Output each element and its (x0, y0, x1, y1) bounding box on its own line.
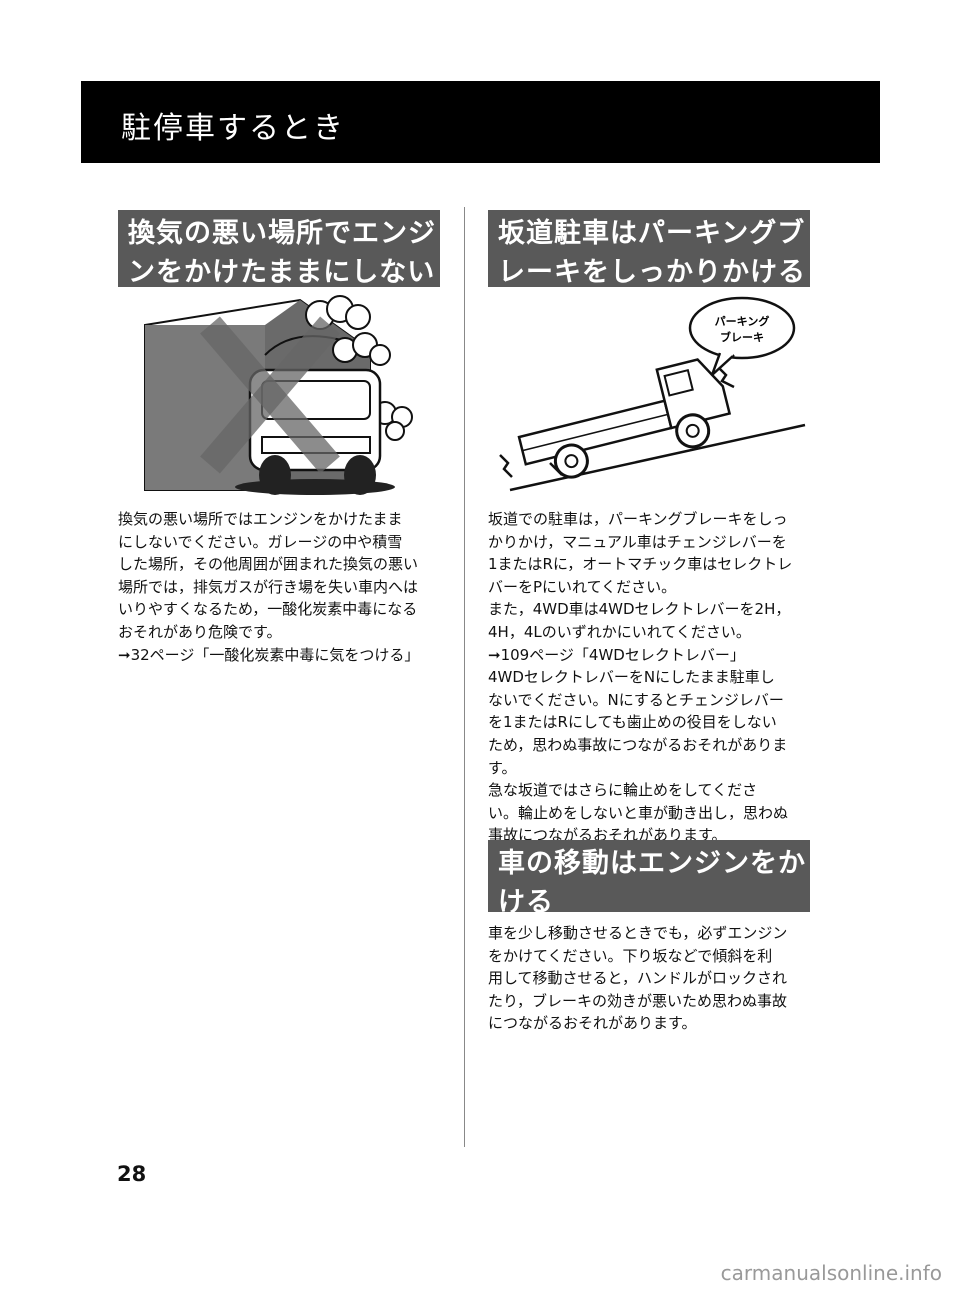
text-line: 事故につながるおそれがあります。 (488, 826, 727, 845)
heading-line: 換気の悪い場所でエンジ (128, 218, 436, 249)
page-reference: ➞32ページ「一酸化炭素中毒に気をつける」 (118, 645, 420, 664)
section-body-parking-brake: 坂道での駐車は，パーキングブレーキをしっ かりかけ，マニュアル車はチェンジレバー… (488, 508, 792, 847)
callout-label: パーキング (715, 314, 770, 328)
text-line: ないでください。Nにするとチェンジレバー (488, 690, 784, 709)
text-line: たり，ブレーキの効きが悪いため思わぬ事故 (488, 991, 787, 1010)
text-line: を1またはRにしても歯止めの役目をしない (488, 713, 777, 732)
text-line: 4H，4Lのいずれかにいれてください。 (488, 622, 751, 641)
text-line: した場所，その他周囲が囲まれた換気の悪い (118, 555, 419, 574)
section-heading-parking-brake: 坂道駐車はパーキングブ レーキをしっかりかける (488, 210, 810, 288)
section-body-ventilation: 換気の悪い場所ではエンジンをかけたまま にしないでください。ガレージの中や積雪 … (118, 508, 419, 666)
header-bar: 駐停車するとき (81, 81, 880, 163)
text-line: バーをPにいれてください。 (488, 577, 677, 596)
page-title: 駐停車するとき (121, 111, 345, 146)
text-line: い。輪止めをしないと車が動き出し，思わぬ (488, 803, 789, 822)
page-reference: ➞109ページ「4WDセレクトレバー」 (488, 645, 745, 664)
text-line: また，4WD車は4WDセレクトレバーを2H， (488, 600, 791, 619)
text-line: 用して移動させると，ハンドルがロックされ (488, 969, 787, 988)
garage-truck-illustration (144, 295, 413, 495)
text-line: ため，思わぬ事故につながるおそれがありま (488, 735, 788, 754)
text-line: につながるおそれがあります。 (488, 1014, 697, 1033)
text-line: 急な坂道ではさらに輪止めをしてくださ (488, 781, 758, 800)
text-line: 場所では，排気ガスが行き場を失い車内へは (118, 577, 419, 596)
heading-line: 車の移動はエンジンをか (498, 848, 806, 879)
text-line: をかけてください。下り坂などで傾斜を利 (488, 946, 773, 965)
callout-label: ブレーキ (720, 330, 764, 344)
heading-line: 坂道駐車はパーキングブ (498, 218, 806, 249)
text-line: 4WDセレクトレバーをNにしたまま駐車し (488, 668, 775, 687)
text-line: かりかけ，マニュアル車はチェンジレバーを (488, 532, 787, 551)
text-line: 坂道での駐車は，パーキングブレーキをしっ (488, 510, 788, 528)
watermark: carmanualsonline.info (720, 1261, 942, 1285)
text-line: 車を少し移動させるときでも，必ずエンジン (488, 924, 788, 942)
section-heading-ventilation: 換気の悪い場所でエンジ ンをかけたままにしない (118, 210, 440, 288)
heading-line: ンをかけたままにしない (128, 257, 436, 288)
text-line: 1またはRに，オートマチック車はセレクトレ (488, 555, 793, 574)
page-number: 28 (117, 1162, 147, 1186)
column-divider (464, 207, 465, 1147)
section-heading-moving-vehicle: 車の移動はエンジンをか ける (488, 840, 810, 918)
section-body-moving-vehicle: 車を少し移動させるときでも，必ずエンジン をかけてください。下り坂などで傾斜を利… (488, 922, 787, 1035)
text-line: おそれがあり危険です。 (118, 622, 282, 641)
text-line: にしないでください。ガレージの中や積雪 (118, 532, 403, 551)
slope-truck-illustration: パーキング ブレーキ (499, 296, 806, 492)
text-line: 換気の悪い場所ではエンジンをかけたまま (118, 510, 403, 528)
text-line: いりやすくなるため，一酸化炭素中毒になる (118, 600, 418, 619)
heading-line: ける (498, 887, 554, 918)
heading-line: レーキをしっかりかける (498, 257, 806, 288)
text-line: す。 (488, 758, 517, 777)
